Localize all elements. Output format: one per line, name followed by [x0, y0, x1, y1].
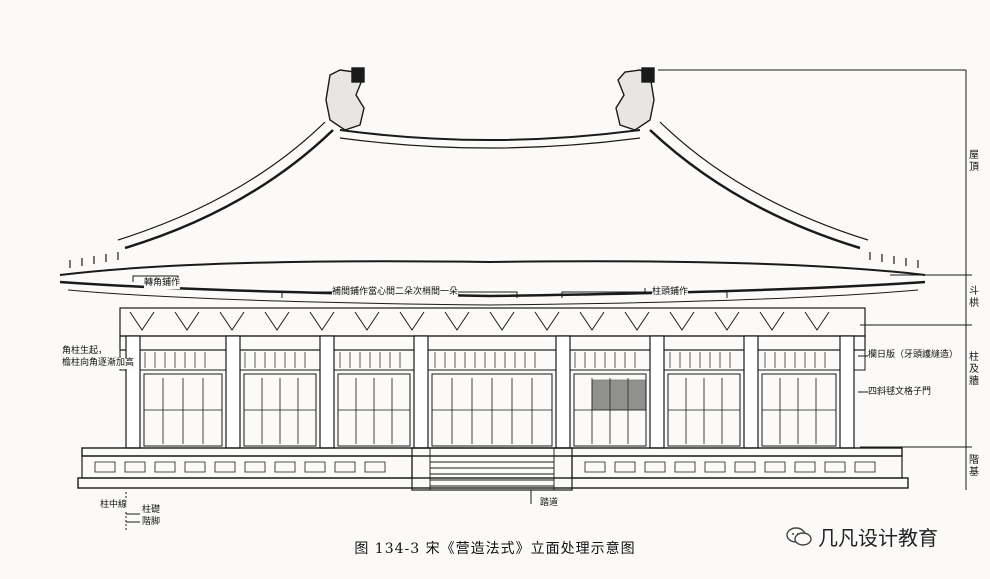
- label-column-rise: 角柱生起，: [62, 346, 108, 357]
- wechat-icon: [786, 526, 812, 547]
- column-5: [555, 335, 571, 449]
- side-label-wall: 柱及牆: [969, 352, 979, 387]
- column-4: [413, 335, 429, 449]
- label-corner-bracket: 轉角鋪作: [144, 278, 181, 289]
- column-6: [649, 335, 665, 449]
- label-intercolumn-bracket: 補間鋪作當心間二朵次梢間一朵: [332, 287, 459, 298]
- hip-ridge-right: [649, 129, 861, 250]
- eave-lower: [59, 280, 926, 298]
- figure-caption: 图 134-3 宋《营造法式》立面处理示意图: [354, 541, 636, 557]
- column-2: [225, 335, 241, 449]
- watermark-text: 几凡设计教育: [818, 526, 938, 550]
- hip-ridge-left: [124, 129, 334, 250]
- label-path: 踏道: [540, 498, 559, 509]
- steps: [411, 447, 573, 491]
- label-door: 四斜毬文格子門: [868, 387, 932, 398]
- column-7: [743, 335, 759, 449]
- chiwen-left: [325, 69, 365, 131]
- label-lintel: 欄日版（牙頭護縫造）: [868, 350, 959, 361]
- side-label-bracket: 斗栱: [969, 286, 979, 309]
- base-left: [81, 455, 413, 479]
- label-column-bracket: 柱頭鋪作: [652, 287, 689, 298]
- column-3: [319, 335, 335, 449]
- base-right: [571, 455, 903, 479]
- label-column-lean: 檐柱向角逐漸加高: [62, 358, 135, 369]
- label-plinth: 柱礎: [142, 505, 161, 516]
- side-label-roof: 屋頂: [969, 150, 979, 173]
- bracket-band: [119, 307, 866, 337]
- base-bottom: [77, 477, 909, 489]
- label-step-edge: 階脚: [142, 517, 161, 528]
- chiwen-right: [615, 69, 655, 131]
- main-ridge: [339, 129, 641, 141]
- watermark: 几凡设计教育: [786, 522, 938, 551]
- label-axis-left: 柱中線: [100, 500, 128, 511]
- column-8: [839, 335, 855, 449]
- eave-upper: [59, 260, 926, 276]
- side-label-base: 階基: [969, 455, 979, 478]
- column-1: [125, 335, 141, 449]
- base-top: [81, 447, 903, 457]
